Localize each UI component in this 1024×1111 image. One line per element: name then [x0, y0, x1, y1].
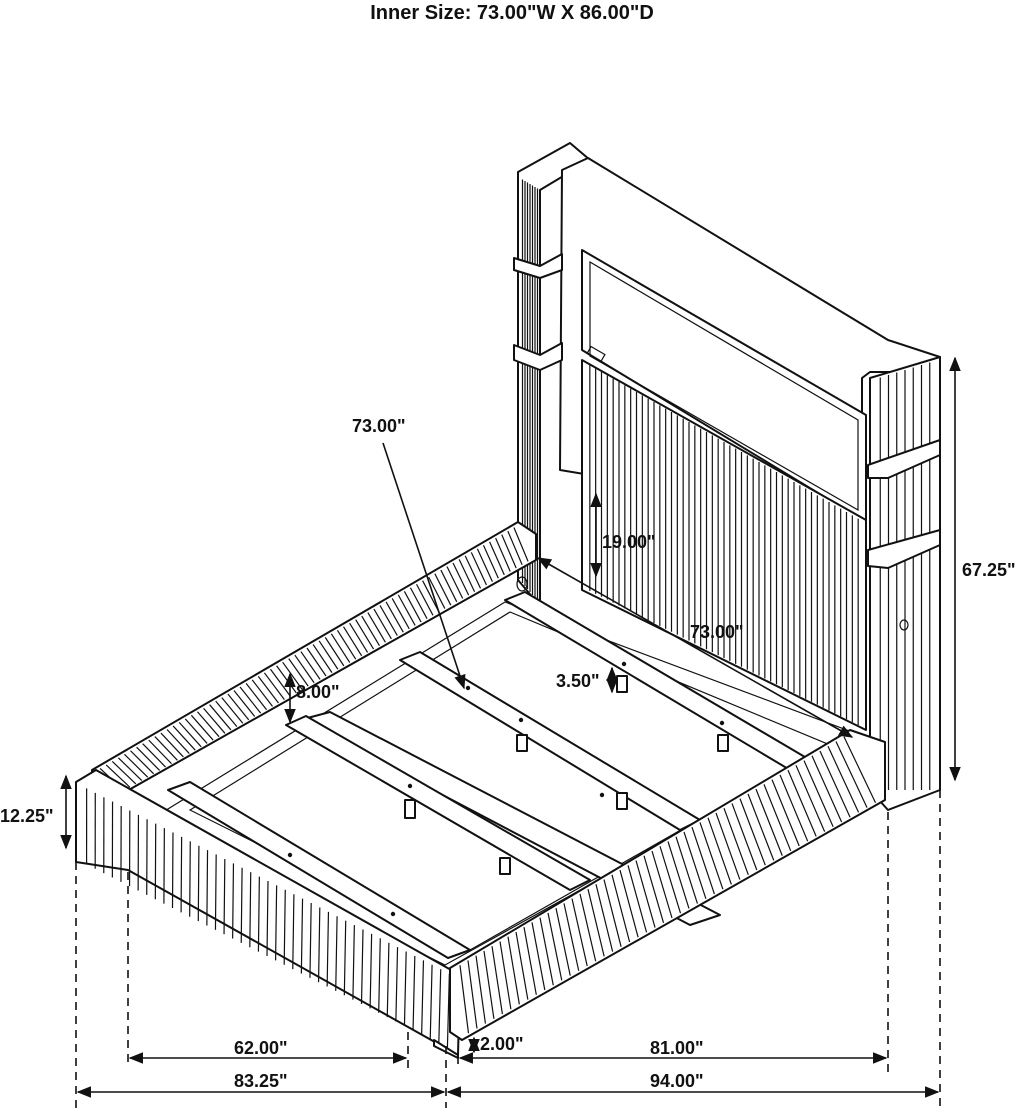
- dim-label-81: 81.00": [650, 1038, 704, 1058]
- dim-label-73-top: 73.00": [690, 622, 744, 642]
- dimension-lines: [60, 356, 961, 1108]
- dim-label-3-5: 3.50": [556, 671, 600, 691]
- dim-label-73-diagonal: 73.00": [352, 416, 406, 436]
- dim-label-94: 94.00": [650, 1071, 704, 1091]
- dim-label-62: 62.00": [234, 1038, 288, 1058]
- dim-label-8: 8.00": [296, 682, 340, 702]
- left-side-rail: [91, 521, 537, 797]
- diagram-title: Inner Size: 73.00"W X 86.00"D: [370, 2, 654, 24]
- dim-label-83-25: 83.25": [234, 1071, 288, 1091]
- headboard-knob-icon: [516, 576, 528, 592]
- dim-label-19: 19.00": [602, 532, 656, 552]
- footboard: [75, 769, 461, 1059]
- right-side-rail: [449, 729, 886, 1041]
- dim-label-2: 2.00": [480, 1034, 524, 1054]
- dim-label-12-25: 12.25": [0, 806, 54, 826]
- dim-label-67-25: 67.25": [962, 560, 1016, 580]
- usb-port-icon: [899, 619, 909, 631]
